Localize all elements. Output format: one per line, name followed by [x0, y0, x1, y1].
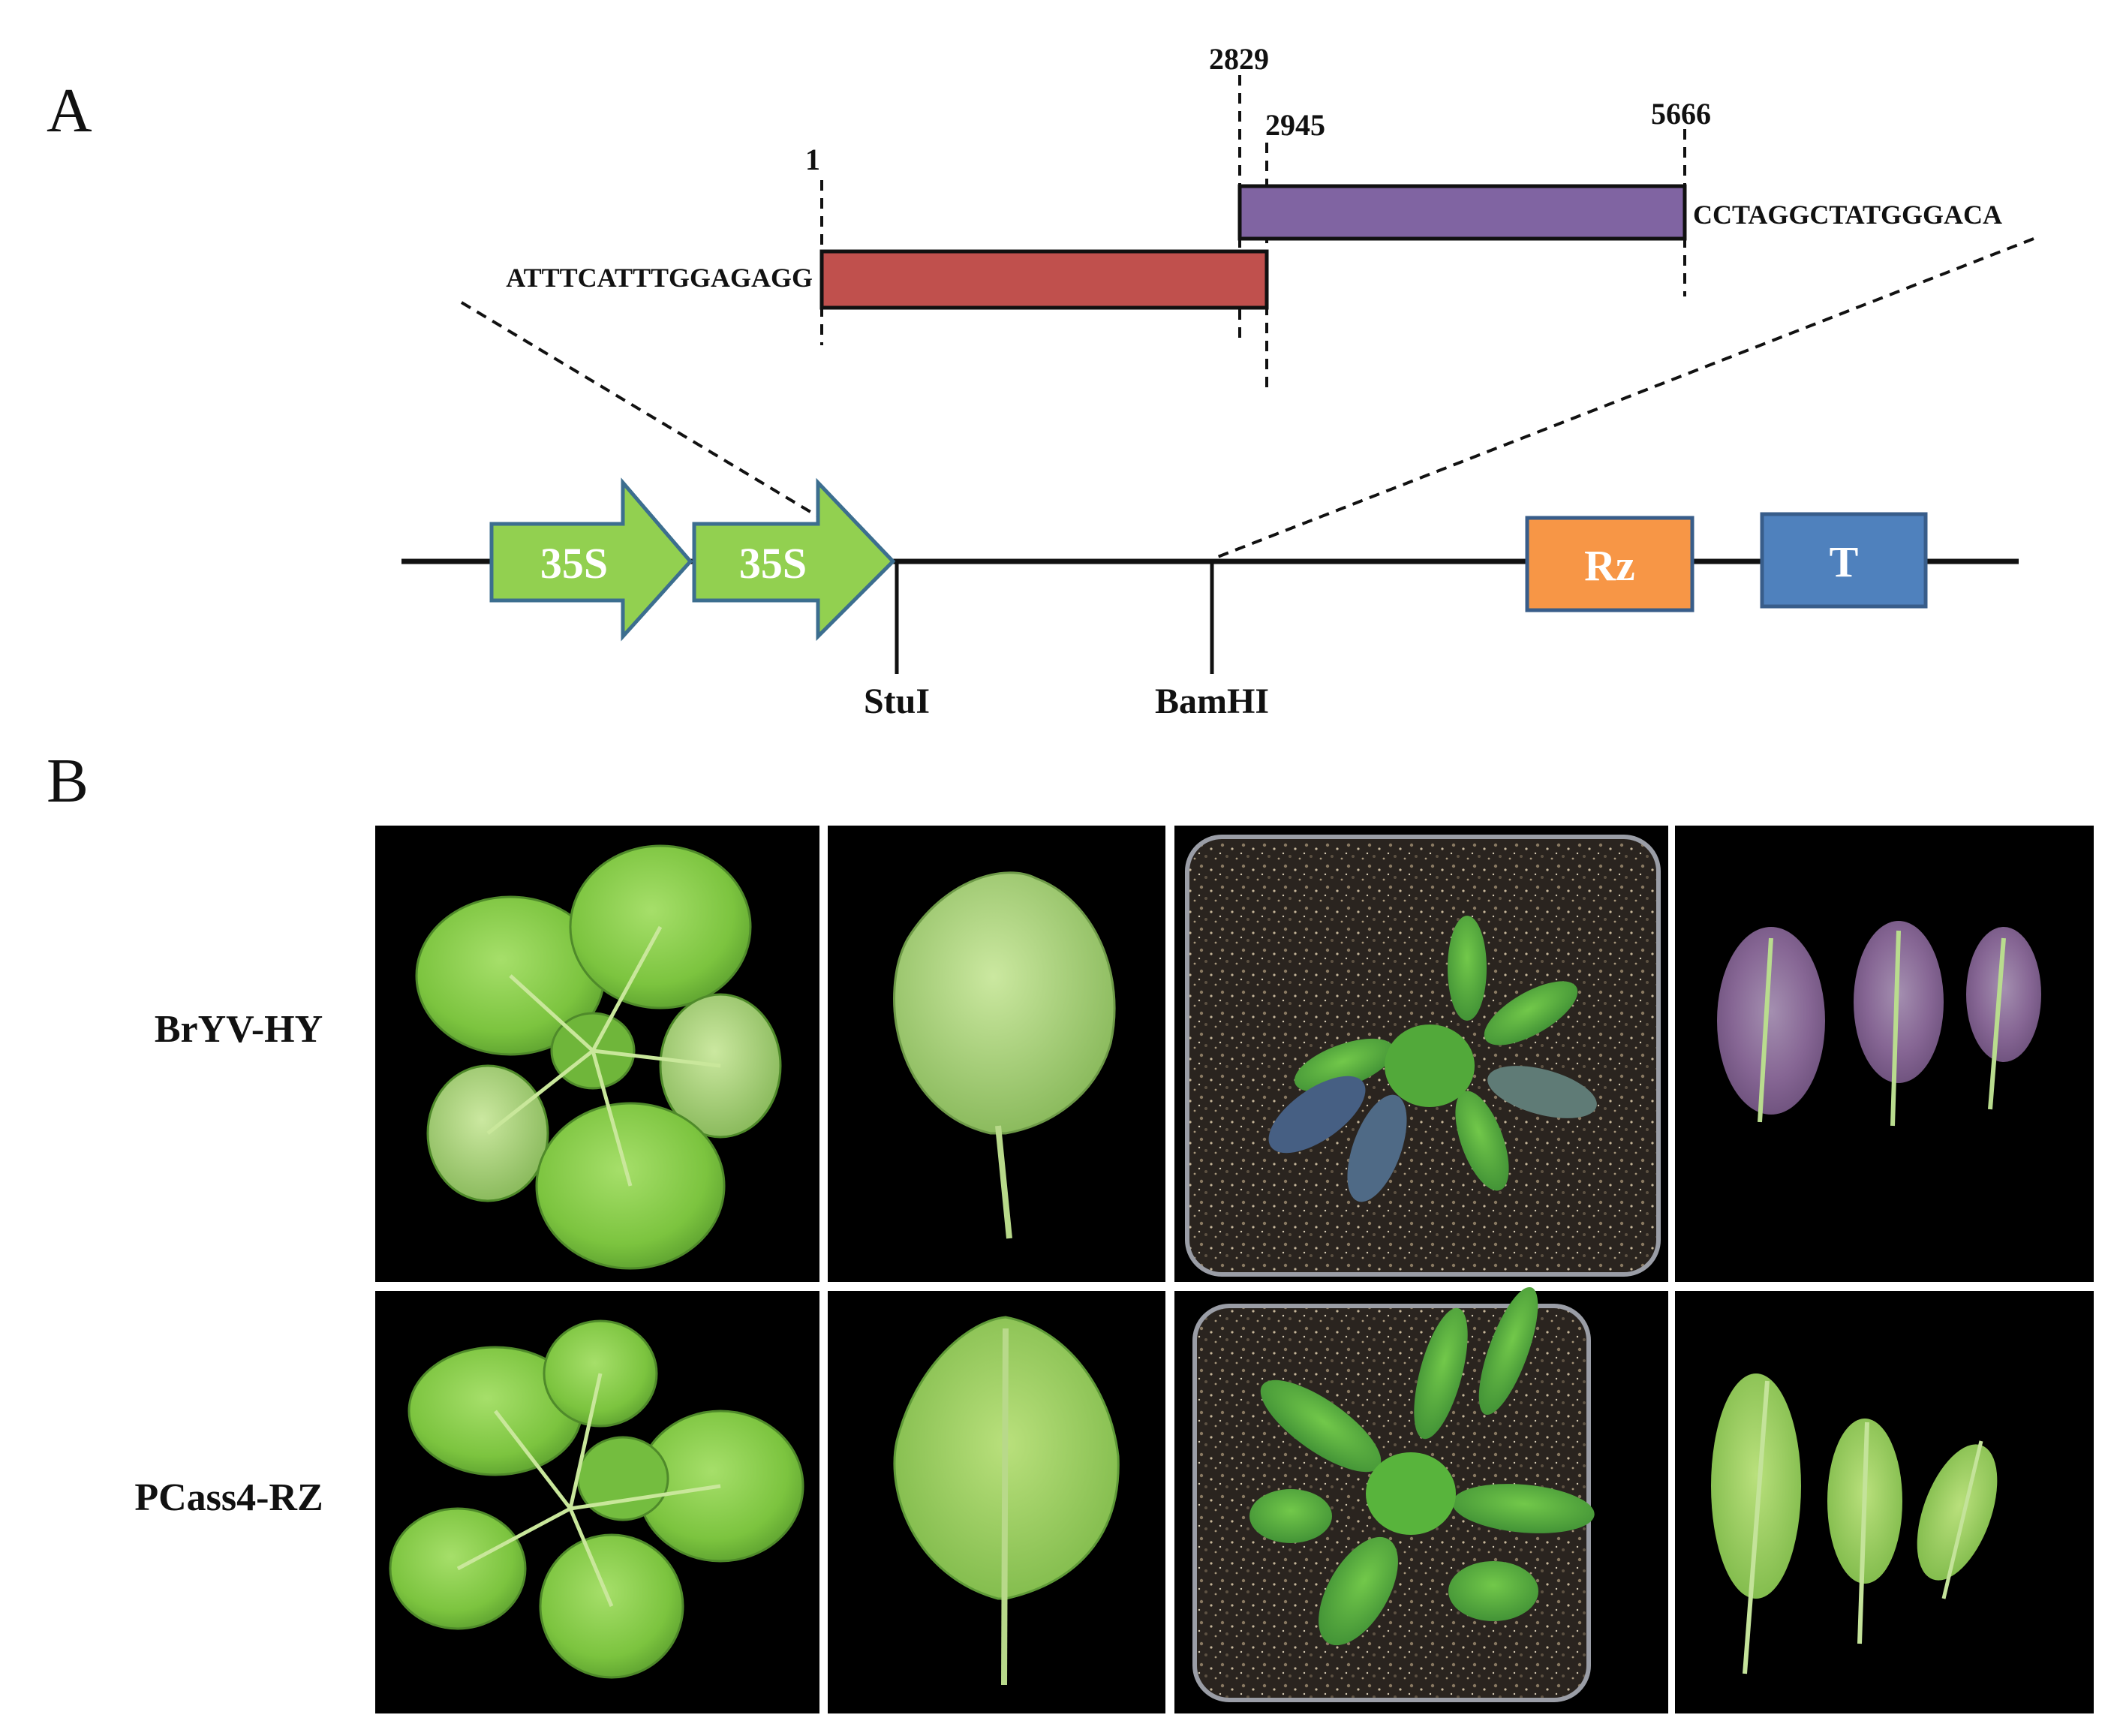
panel-b-label: B — [47, 746, 89, 816]
promoter-35s-2-arrow — [692, 477, 896, 642]
promoter-35s-2-label: 35S — [739, 539, 807, 588]
promoter-35s-1-arrow — [489, 477, 693, 642]
terminator-label: T — [1830, 537, 1859, 586]
bamhi-site-label: BamHI — [1155, 681, 1269, 721]
stui-site-label: StuI — [864, 681, 930, 721]
photo-bryv-hy-single-leaf — [828, 826, 1165, 1282]
ribozyme-label: Rz — [1584, 541, 1635, 590]
row-label-bryv-hy: BrYV-HY — [155, 1008, 323, 1051]
photo-pcass4-rz-single-leaf — [828, 1291, 1165, 1713]
terminator-box — [1760, 512, 1928, 609]
fragment-2-bar — [1237, 184, 1687, 241]
position-2945-label: 2945 — [1265, 108, 1325, 142]
promoter-35s-1-label: 35S — [540, 539, 608, 588]
photo-pcass4-rz-rosette — [1174, 1286, 1668, 1713]
position-1-label: 1 — [805, 143, 820, 176]
fragment-1-bar — [819, 249, 1269, 310]
right-flank-sequence: CCTAGGCTATGGGACA — [1693, 200, 2002, 230]
photo-bryv-hy-detached-leaves — [1675, 826, 2094, 1282]
photo-pcass4-rz-detached-leaves — [1675, 1291, 2094, 1713]
row-label-pcass4-rz: PCass4-RZ — [134, 1476, 323, 1519]
position-5666-label: 5666 — [1651, 97, 1711, 131]
panel-a-label: A — [47, 76, 92, 146]
zoom-line-right — [1211, 237, 2034, 561]
photo-bryv-hy-rosette — [1174, 826, 1668, 1282]
position-2829-label: 2829 — [1209, 42, 1269, 76]
ribozyme-box — [1525, 516, 1694, 612]
left-flank-sequence: ATTTCATTTGGAGAGG — [506, 263, 813, 293]
photo-bryv-hy-whole-plant — [375, 826, 819, 1282]
photo-pcass4-rz-whole-plant — [375, 1291, 819, 1713]
